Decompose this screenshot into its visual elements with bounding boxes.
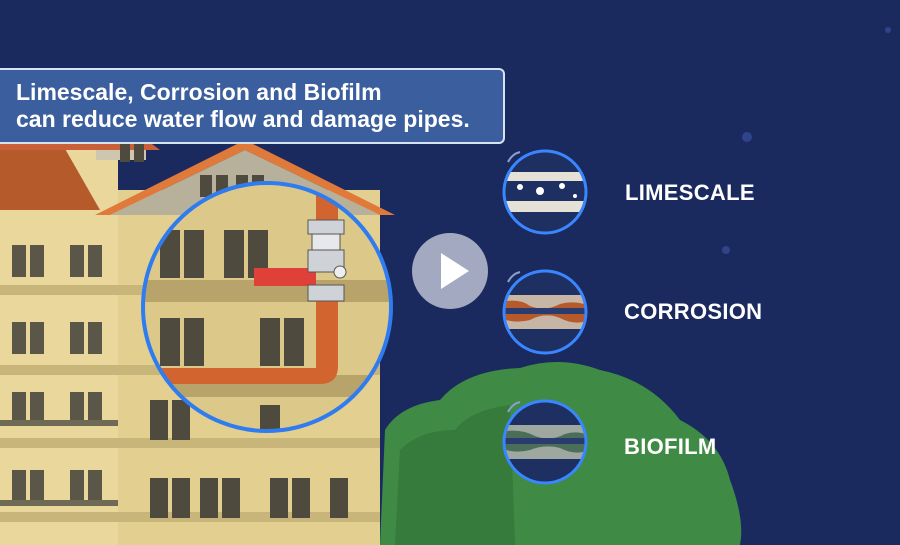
play-button[interactable] [412, 233, 488, 309]
caption-line-2: can reduce water flow and damage pipes. [16, 106, 470, 132]
caption-line-1: Limescale, Corrosion and Biofilm [16, 79, 382, 105]
corrosion-pipe-circle [502, 269, 588, 355]
limescale-pipe-circle [502, 149, 588, 235]
biofilm-label: BIOFILM [624, 434, 717, 459]
biofilm-pipe-circle [502, 399, 588, 485]
corrosion-label: CORROSION [624, 299, 763, 324]
play-icon [441, 253, 469, 289]
limescale-label: LIMESCALE [625, 180, 755, 205]
pipe-zoom-lens [141, 181, 393, 433]
caption-banner: Limescale, Corrosion and Biofilm can red… [0, 68, 505, 144]
